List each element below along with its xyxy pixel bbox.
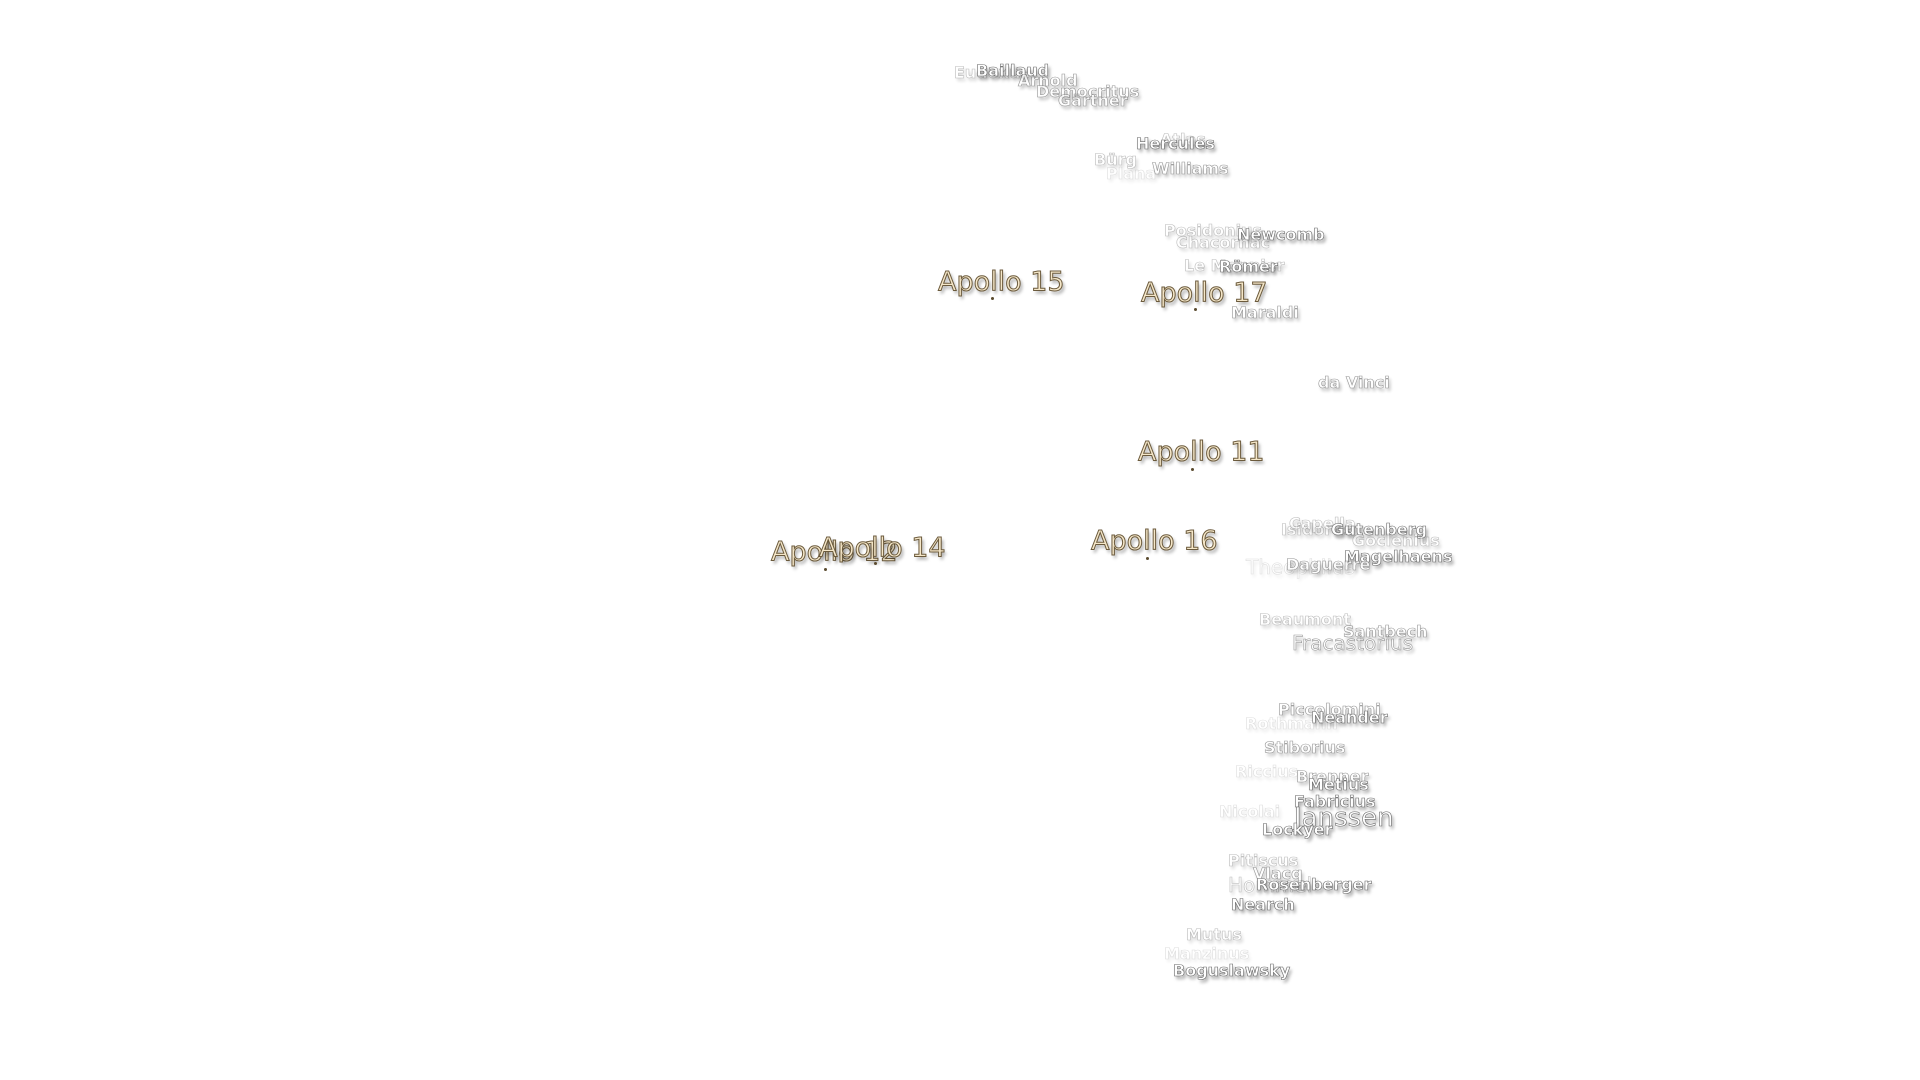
crater-label-mutus[interactable]: Mutus [1186, 925, 1242, 944]
crater-label-fabricius[interactable]: Fabricius [1294, 792, 1376, 811]
crater-label-metius[interactable]: Metius [1308, 775, 1369, 794]
crater-label-janssen[interactable]: Janssen [1294, 803, 1394, 833]
crater-label-rosenberger[interactable]: Rosenberger [1256, 875, 1372, 894]
crater-label-fracastorius[interactable]: Fracastorius [1292, 631, 1414, 655]
apollo-16-site-marker[interactable] [1146, 557, 1149, 560]
crater-label-hommel[interactable]: Hommel [1228, 873, 1313, 897]
crater-label-arnold[interactable]: Arnold [1018, 71, 1078, 90]
crater-label-le-monnier[interactable]: Le Monnier [1184, 256, 1285, 275]
crater-label-gutenberg[interactable]: Gutenberg [1331, 520, 1428, 539]
apollo-14-label[interactable]: Apollo 14 [819, 532, 947, 564]
crater-label-rothmann[interactable]: Rothmann [1245, 714, 1338, 733]
crater-label-democritus[interactable]: Democritus [1036, 82, 1140, 101]
apollo-15-site-marker[interactable] [991, 297, 994, 300]
crater-label-daguerre[interactable]: Daguerre [1286, 555, 1371, 574]
crater-label-williams[interactable]: Williams [1152, 159, 1229, 178]
crater-label-manzinus[interactable]: Manzinus [1164, 944, 1250, 963]
crater-label-isidorus[interactable]: Isidorus [1281, 520, 1354, 539]
apollo-11-label[interactable]: Apollo 11 [1138, 436, 1266, 468]
crater-label-burg[interactable]: Bürg [1094, 150, 1138, 169]
crater-label-boguslawsky[interactable]: Boguslawsky [1173, 961, 1291, 980]
crater-label-piccolomini[interactable]: Piccolomini [1278, 700, 1381, 719]
crater-label-riccius[interactable]: Riccius [1235, 762, 1299, 781]
crater-label-stiborius[interactable]: Stiborius [1264, 738, 1346, 757]
apollo-17-site-marker[interactable] [1194, 308, 1197, 311]
crater-label-nicolai[interactable]: Nicolai [1219, 802, 1281, 821]
apollo-17-label[interactable]: Apollo 17 [1141, 277, 1269, 309]
crater-label-newcomb[interactable]: Newcomb [1237, 225, 1325, 244]
crater-label-beaumont[interactable]: Beaumont [1259, 610, 1352, 629]
crater-label-romer[interactable]: Römer [1219, 257, 1278, 276]
crater-label-pitiscus[interactable]: Pitiscus [1228, 851, 1299, 870]
crater-label-goclenius[interactable]: Goclenius [1352, 531, 1440, 550]
crater-label-capella[interactable]: Capella [1289, 514, 1356, 533]
crater-label-theophilus[interactable]: Theophilus [1246, 555, 1356, 579]
apollo-12-site-marker[interactable] [824, 568, 827, 571]
crater-label-atlas[interactable]: Atlas [1160, 130, 1206, 149]
apollo-11-site-marker[interactable] [1191, 468, 1194, 471]
crater-label-brenner[interactable]: Brenner [1296, 767, 1369, 786]
crater-label-plana[interactable]: Plana [1106, 164, 1157, 183]
crater-label-posidonius[interactable]: Posidonius [1164, 221, 1263, 240]
apollo-14-site-marker[interactable] [874, 562, 877, 565]
crater-label-da-vinci[interactable]: da Vinci [1318, 373, 1390, 392]
crater-label-santbech[interactable]: Santbech [1343, 622, 1428, 641]
apollo-12-label[interactable]: Apollo 12 [771, 536, 899, 568]
crater-label-lockyer[interactable]: Lockyer [1262, 820, 1333, 839]
crater-label-magelhaens[interactable]: Magelhaens [1344, 547, 1453, 566]
crater-label-neander[interactable]: Neander [1311, 708, 1388, 727]
crater-label-maraldi[interactable]: Maraldi [1231, 303, 1299, 322]
crater-label-baillaud[interactable]: Baillaud [976, 61, 1050, 80]
crater-label-nearch[interactable]: Nearch [1231, 895, 1295, 914]
crater-label-eudoxus[interactable]: Eudoxus [954, 63, 1031, 82]
apollo-16-label[interactable]: Apollo 16 [1091, 525, 1219, 557]
crater-label-gartner[interactable]: Gärtner [1058, 91, 1128, 110]
crater-label-hercules[interactable]: Hercules [1136, 134, 1215, 153]
crater-label-chacornac[interactable]: Chacornac [1176, 233, 1271, 252]
apollo-15-label[interactable]: Apollo 15 [938, 266, 1066, 298]
crater-label-vlacq[interactable]: Vlacq [1253, 864, 1303, 883]
